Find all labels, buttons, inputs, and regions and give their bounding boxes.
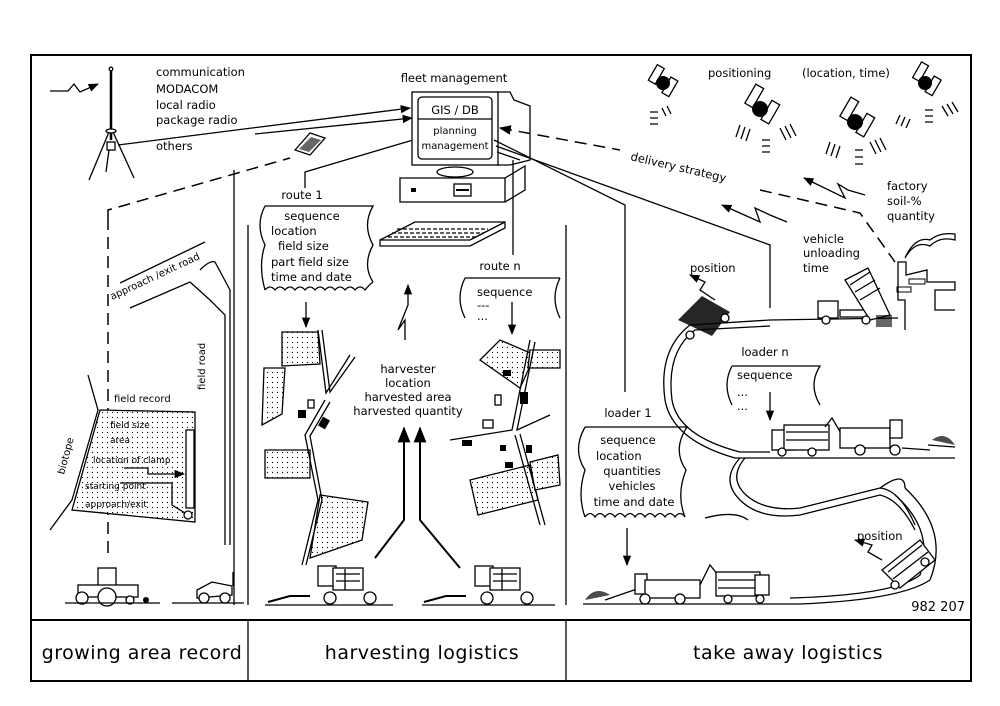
screen-planning: planning xyxy=(433,126,476,137)
harvester-icon xyxy=(265,565,393,606)
road-network xyxy=(663,317,955,605)
satellite-icon xyxy=(735,83,797,153)
field-record-line-4: approach/exit xyxy=(85,500,147,510)
biotope-label: biotope xyxy=(56,436,76,475)
position-label-truck: position xyxy=(690,261,736,275)
comm-item-local-radio: local radio xyxy=(156,98,216,112)
screen-management: management xyxy=(422,141,489,152)
loader-1-card xyxy=(577,426,689,519)
handheld-device-icon xyxy=(293,132,327,156)
route-1-card xyxy=(259,205,375,292)
tractor-icon xyxy=(65,567,160,607)
position-label-truck-2: position xyxy=(857,529,903,543)
loader-1-line-0: sequence xyxy=(600,433,655,447)
factory-label: factory xyxy=(887,179,928,193)
loader-and-truck-bottom-icon xyxy=(583,563,800,605)
route-1-title: route 1 xyxy=(281,188,322,202)
loader-1-line-2: quantities xyxy=(603,464,660,478)
approach-exit-road-label: approach /exit road xyxy=(109,251,202,302)
route-n-card xyxy=(459,277,561,319)
computer-icon xyxy=(379,91,531,247)
route-n-title: route n xyxy=(479,259,520,273)
route-1-line-3: part field size xyxy=(271,255,349,269)
screen-gis-db: GIS / DB xyxy=(431,103,479,117)
route-n-map xyxy=(449,339,561,526)
loader-n-line-0: sequence xyxy=(737,368,792,382)
loader-n-card xyxy=(726,365,822,406)
loader-1-line-4: time and date xyxy=(594,495,675,509)
comm-item-package-radio: package radio xyxy=(156,113,238,127)
figure-number: 982 207 xyxy=(911,600,965,615)
satellite-icon xyxy=(647,63,679,98)
positioning-sub-label: (location, time) xyxy=(802,66,890,80)
quad-bike-icon xyxy=(172,572,244,604)
antenna-icon xyxy=(50,66,135,181)
route-1-line-0: sequence xyxy=(284,209,339,223)
loader-1-title: loader 1 xyxy=(604,406,651,420)
field-record-line-0: field size xyxy=(110,421,150,431)
caption-growing-area-record: growing area record xyxy=(42,642,243,664)
factory-soil-label: soil-% xyxy=(887,194,922,208)
field-record-line-3: starting point xyxy=(85,482,146,492)
satellite-icon xyxy=(650,105,672,125)
loader-1-line-3: vehicles xyxy=(609,479,656,493)
vehicle-time-label: time xyxy=(803,261,829,275)
field-record-line-1: area xyxy=(110,436,130,446)
harvester-line-1: location xyxy=(385,376,431,390)
field-record-line-2: location of clamp xyxy=(93,456,171,466)
route-1-line-4: time and date xyxy=(271,270,352,284)
loader-and-truck-icon xyxy=(771,416,956,457)
outer-frame xyxy=(30,54,972,682)
route-1-line-1: location xyxy=(271,224,317,238)
route-n-line-0: sequence xyxy=(477,285,532,299)
loader-n-title: loader n xyxy=(741,345,788,359)
comm-item-others: others xyxy=(156,139,193,153)
harvester-icon xyxy=(422,565,555,606)
factory-icon xyxy=(896,232,956,330)
vehicle-unloading-label: unloading xyxy=(803,246,860,260)
loader-1-line-1: location xyxy=(596,449,642,463)
field-record-title: field record xyxy=(114,394,171,405)
comm-item-modacom: MODACOM xyxy=(156,82,218,96)
caption-harvesting-logistics: harvesting logistics xyxy=(325,642,519,664)
route-n-line-2: ... xyxy=(477,309,488,323)
satellite-icon xyxy=(825,96,887,165)
harvester-line-2: harvested area xyxy=(364,390,451,404)
comm-title: communication xyxy=(156,65,245,79)
truck-icon xyxy=(881,539,936,590)
dump-truck-icon xyxy=(817,267,892,327)
fleet-management-title: fleet management xyxy=(401,71,508,85)
satellite-icon xyxy=(895,60,959,129)
route-1-map xyxy=(261,329,369,566)
loader-n-line-2: ... xyxy=(737,399,748,413)
delivery-strategy-label: delivery strategy xyxy=(629,149,728,185)
route-1-line-2: field size xyxy=(278,239,329,253)
field-record-area xyxy=(71,409,196,523)
field-road-label: field road xyxy=(197,343,208,390)
harvester-line-0: harvester xyxy=(380,362,436,376)
route-n-line-1: --- xyxy=(477,298,489,312)
truck-icon xyxy=(678,296,730,340)
loader-n-line-1: ... xyxy=(737,385,748,399)
vehicle-label: vehicle xyxy=(803,232,844,246)
harvester-line-3: harvested quantity xyxy=(353,404,463,418)
factory-quantity-label: quantity xyxy=(887,209,935,223)
caption-take-away-logistics: take away logistics xyxy=(693,642,883,664)
positioning-label: positioning xyxy=(708,66,771,80)
